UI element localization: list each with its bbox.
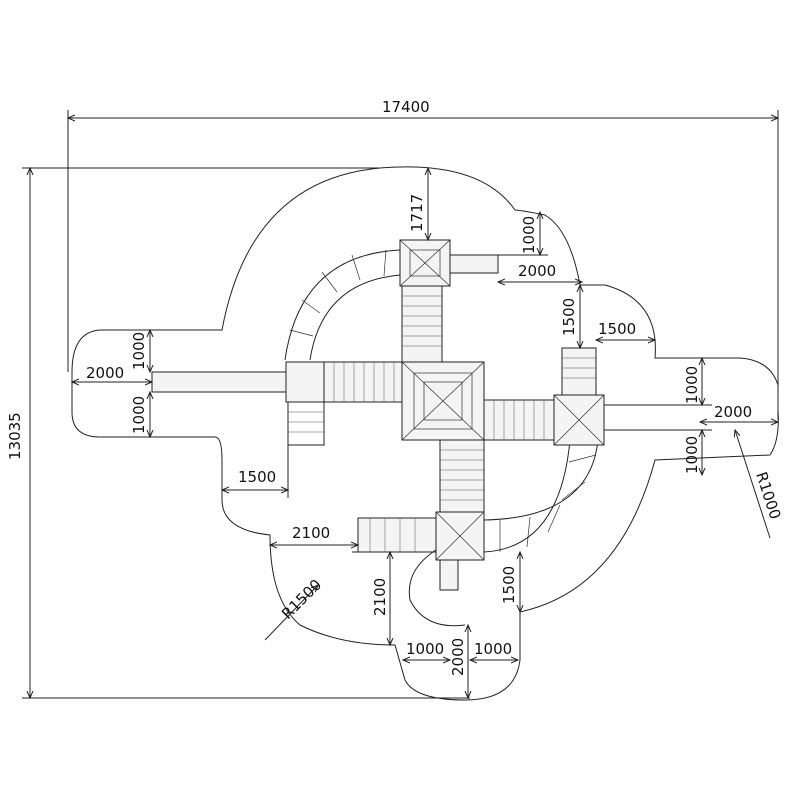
dim-left-2000: 2000 <box>86 364 124 382</box>
curved-slide-top <box>284 249 401 361</box>
dim-overall-width: 17400 <box>382 98 430 116</box>
bottom-left-ladder <box>357 517 437 553</box>
left-ladder <box>287 402 325 446</box>
dim-right-upper-1500-h: 1500 <box>598 320 636 338</box>
dim-right-upper-1500-v: 1500 <box>560 298 578 336</box>
dim-bottom-1500: 1500 <box>500 566 518 604</box>
dim-radius-left: R1500 <box>278 576 325 623</box>
bridge-west-planks <box>333 362 395 402</box>
bridge-south-planks <box>440 449 484 501</box>
dim-bottom-1000-left: 1000 <box>406 640 444 658</box>
left-platform <box>285 361 325 403</box>
dim-right-2000: 2000 <box>714 403 752 421</box>
right-upper-ladder <box>561 347 597 396</box>
dim-right-1000-bottom: 1000 <box>683 436 701 474</box>
bridge-south <box>439 439 485 513</box>
slide-bottom-segments <box>499 454 597 552</box>
dim-overall-height: 13035 <box>6 412 24 460</box>
slide-top-segments <box>289 249 387 337</box>
dim-bottom-left-2100-v: 2100 <box>371 578 389 616</box>
dim-bottom-2000: 2000 <box>449 638 467 676</box>
dim-right-1000-top: 1000 <box>683 366 701 404</box>
top-climber <box>449 254 499 274</box>
dimension-lines <box>22 110 778 698</box>
left-ramp <box>151 371 287 393</box>
bridge-north-planks <box>402 295 442 347</box>
bridge-north <box>401 285 443 363</box>
dim-bottom-left-2100-h: 2100 <box>292 524 330 542</box>
dim-left-1000-top: 1000 <box>130 332 148 370</box>
bridge-east <box>483 399 555 441</box>
curved-slide-bottom <box>483 439 599 553</box>
dim-left-1000-bottom: 1000 <box>130 396 148 434</box>
dim-bottom-1000-right: 1000 <box>474 640 512 658</box>
dim-top-right-1000: 1000 <box>520 216 538 254</box>
dim-left-lower-1500: 1500 <box>238 468 276 486</box>
dim-radius-right: R1000 <box>752 470 784 522</box>
dim-top-tower-offset: 1717 <box>408 194 426 232</box>
bridge-west <box>323 361 403 403</box>
bridge-east-planks <box>493 400 545 440</box>
dim-top-right-2000: 2000 <box>518 262 556 280</box>
bottom-zone-arc <box>408 549 466 627</box>
bottom-pole <box>439 559 459 591</box>
